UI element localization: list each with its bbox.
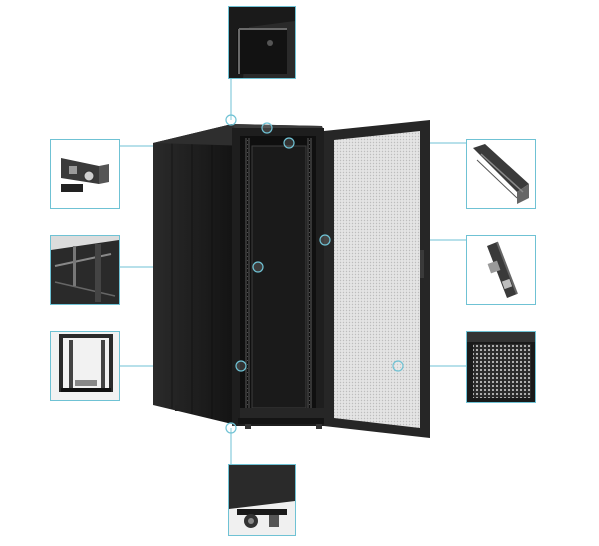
callout-frame-profile (50, 139, 120, 209)
caster-wheel-detail-icon (229, 465, 295, 535)
frame-corner-detail-icon (229, 7, 295, 78)
callout-frame-interior (50, 331, 120, 401)
callout-side-rail (466, 139, 536, 209)
anchor-markers (225, 114, 404, 434)
cabinet-interior (251, 145, 307, 409)
door-perforated-panel (334, 131, 420, 428)
callout-base-caster (228, 464, 296, 536)
aluminum-profile-icon (51, 140, 119, 208)
open-frame-detail-icon (51, 332, 119, 400)
vertical-profile-icon (467, 236, 535, 304)
rail-profile-icon (467, 140, 535, 208)
callout-perforated-door (466, 331, 536, 403)
callout-top-corner-frame (228, 6, 296, 79)
mounting-rail-detail-icon (51, 236, 119, 304)
callout-mounting-rail (50, 235, 120, 305)
callout-vertical-rail-profile (466, 235, 536, 305)
perforated-mesh-detail-icon (467, 332, 535, 402)
